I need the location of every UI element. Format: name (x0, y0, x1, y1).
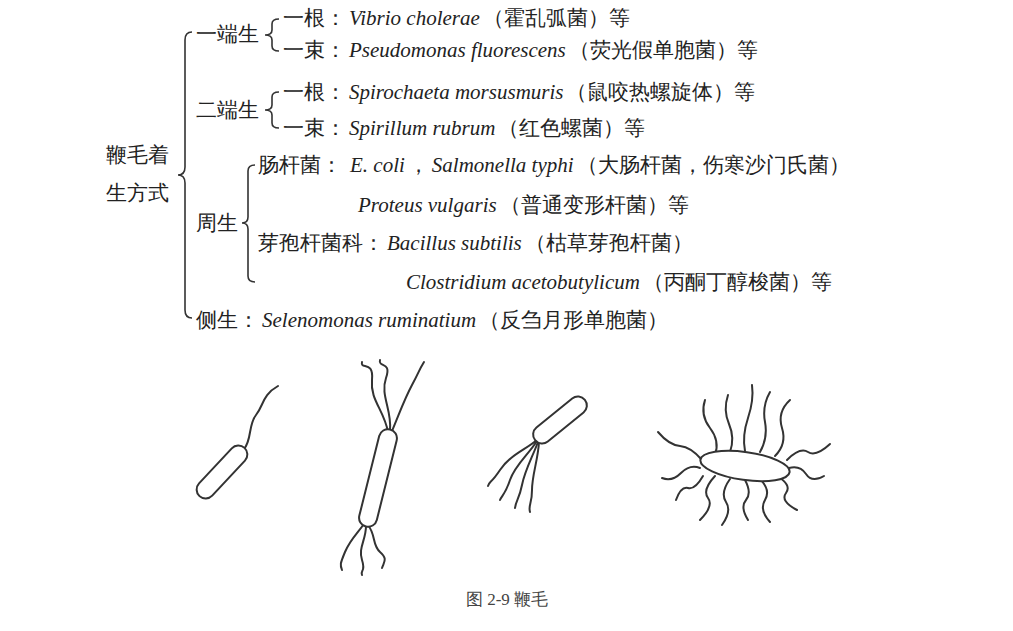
flagellum (760, 392, 770, 452)
category-label: （丙酮丁醇梭菌）等 (643, 269, 832, 295)
flagellum (361, 526, 366, 575)
species-name: Pseudomonas fluorescens (349, 37, 566, 63)
category-label: 鞭毛着生方式 (106, 136, 171, 212)
main-brace (178, 32, 192, 318)
flagellum (658, 432, 702, 460)
category-label: 侧生： (196, 307, 259, 333)
bacterium-cell (698, 446, 791, 486)
flagellum (368, 525, 385, 568)
category-label: （鼠咬热螺旋体）等 (566, 79, 755, 105)
flagellum (760, 479, 770, 522)
sub-brace (242, 165, 255, 282)
species-name: Bacillus subtilis (387, 230, 522, 256)
figure-caption: 图 2-9 鞭毛 (466, 587, 548, 613)
category-label: 周生 (196, 210, 238, 236)
category-label: （红色螺菌）等 (498, 115, 645, 141)
flagellum (722, 479, 730, 525)
category-label: （普通变形杆菌）等 (500, 192, 689, 218)
flagellum (392, 362, 424, 431)
species-name: Spirillum rubrum (349, 115, 495, 141)
species-name: E. coli (350, 152, 405, 178)
flagellum (703, 400, 716, 455)
category-label: （枯草芽孢杆菌） (525, 230, 693, 256)
category-label: ， (408, 152, 429, 178)
flagellum (529, 442, 539, 512)
category-label: 一根： (283, 79, 346, 105)
category-label: （荧光假单胞菌）等 (569, 37, 758, 63)
flagellum (744, 385, 753, 451)
bacterium-cell (357, 427, 399, 528)
sub-brace (265, 92, 279, 128)
category-label: （反刍月形单胞菌） (479, 307, 668, 333)
category-label: 一根： (283, 5, 346, 31)
flagellum (775, 400, 790, 456)
category-label: （霍乱弧菌）等 (483, 5, 630, 31)
flagellum (362, 362, 388, 432)
species-name: Clostridium acetobutylicum (406, 269, 640, 295)
flagellum (380, 360, 390, 430)
category-label: 芽孢杆菌科： (258, 230, 384, 256)
species-name: Salmonella typhi (432, 152, 574, 178)
category-label: 一束： (283, 37, 346, 63)
flagellum (743, 480, 748, 520)
flagellum (676, 476, 703, 500)
flagellum (789, 467, 824, 479)
flagellum (777, 476, 797, 510)
category-label: 一束： (283, 115, 346, 141)
sub-brace (265, 19, 279, 51)
category-label: 二端生 (196, 97, 259, 123)
category-label: 一端生 (196, 21, 259, 47)
flagellum (700, 476, 715, 520)
flagellum (662, 467, 700, 479)
bacterium-cell (193, 442, 251, 503)
flagellum (341, 524, 364, 570)
flagellum (244, 386, 278, 449)
species-name: Proteus vulgaris (358, 192, 497, 218)
bacterium-cell (529, 393, 590, 447)
species-name: Spirochaeta morsusmuris (349, 79, 563, 105)
category-label: （大肠杆菌，伤寒沙门氏菌） (577, 152, 850, 178)
category-label: 肠杆菌： (258, 152, 342, 178)
flagellum (787, 444, 830, 460)
species-name: Selenomonas ruminatium (262, 307, 476, 333)
species-name: Vibrio cholerae (349, 5, 480, 31)
flagellum (726, 395, 733, 452)
